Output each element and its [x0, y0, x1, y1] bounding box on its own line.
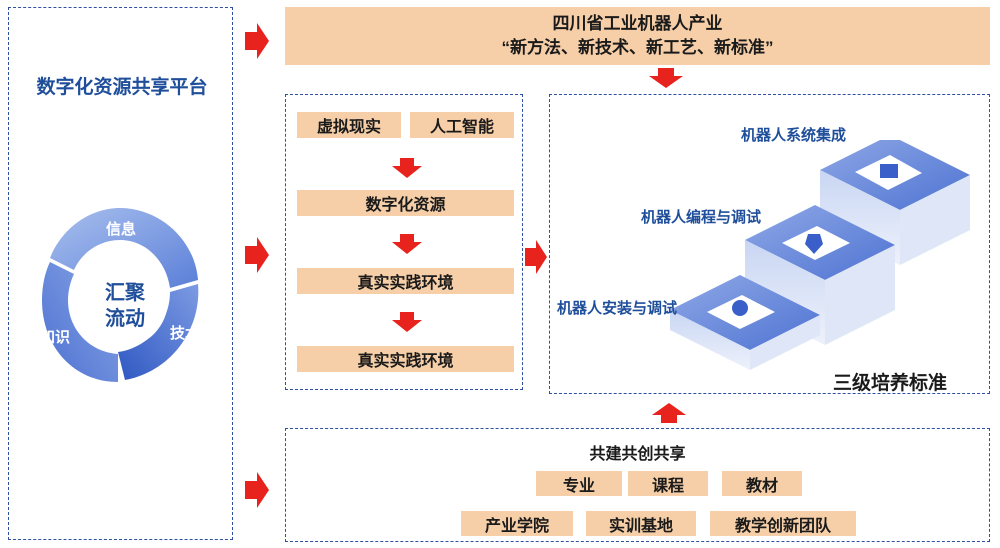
bottom-panel	[285, 428, 990, 542]
cycle-center-line: 汇聚	[105, 282, 145, 304]
arrow-up-bottom	[652, 403, 686, 423]
level3-label: 机器人系统集成	[741, 127, 847, 144]
middle-left-panel	[285, 94, 523, 390]
stairs-graphic	[670, 140, 970, 370]
cycle-segment-top	[50, 208, 198, 288]
tag-training-base: 实训基地	[586, 511, 696, 536]
tag-ai: 人工智能	[410, 112, 514, 138]
bottom-title: 共建共创共享	[589, 446, 686, 463]
tag-industry-college: 产业学院	[461, 511, 573, 536]
step-digital-resource: 数字化资源	[297, 190, 514, 216]
top-banner: 四川省工业机器人产业 “新方法、新技术、新工艺、新标准”	[285, 7, 990, 65]
tag-vr: 虚拟现实	[297, 112, 401, 138]
arrow-down-2	[392, 234, 422, 254]
arrow-right-top	[245, 23, 269, 59]
shield-bolt-icon	[805, 234, 823, 254]
tag-course: 课程	[628, 471, 708, 496]
cycle-segment-right	[118, 284, 199, 380]
users-icon	[732, 300, 748, 316]
cycle-diagram	[42, 208, 199, 382]
cycle-segment-left	[42, 262, 118, 382]
cycle-label-tech: 技术	[170, 325, 201, 342]
arrow-right-middle	[245, 237, 269, 273]
stairs-caption: 三级培养标准	[833, 373, 948, 394]
banner-line2: “新方法、新技术、新工艺、新标准”	[501, 38, 774, 57]
stairs-panel	[549, 94, 990, 394]
step-practice-env-2: 真实实践环境	[297, 346, 514, 372]
step-practice-env-1: 真实实践环境	[297, 268, 514, 294]
tag-major: 专业	[536, 471, 622, 496]
cycle-label-knowledge: 知识	[40, 329, 71, 346]
platform-title: 数字化资源共享平台	[36, 77, 208, 98]
level2-label: 机器人编程与调试	[641, 209, 762, 226]
arrow-right-bottom	[245, 472, 269, 508]
cycle-center-line: 流动	[105, 308, 145, 330]
box-icon	[880, 164, 898, 178]
banner-line1: 四川省工业机器人产业	[552, 14, 723, 33]
left-panel	[8, 7, 233, 540]
cycle-label-info: 信息	[106, 221, 137, 238]
level1-label: 机器人安装与调试	[557, 300, 678, 317]
tag-teaching-team: 教学创新团队	[710, 511, 856, 536]
cycle-center-text: 汇聚流动	[95, 280, 155, 332]
arrow-down-1	[392, 158, 422, 178]
arrow-down-3	[392, 312, 422, 332]
arrow-down-banner	[649, 68, 683, 88]
arrow-right-mid-to-stairs	[525, 240, 547, 274]
tag-textbook: 教材	[722, 471, 802, 496]
